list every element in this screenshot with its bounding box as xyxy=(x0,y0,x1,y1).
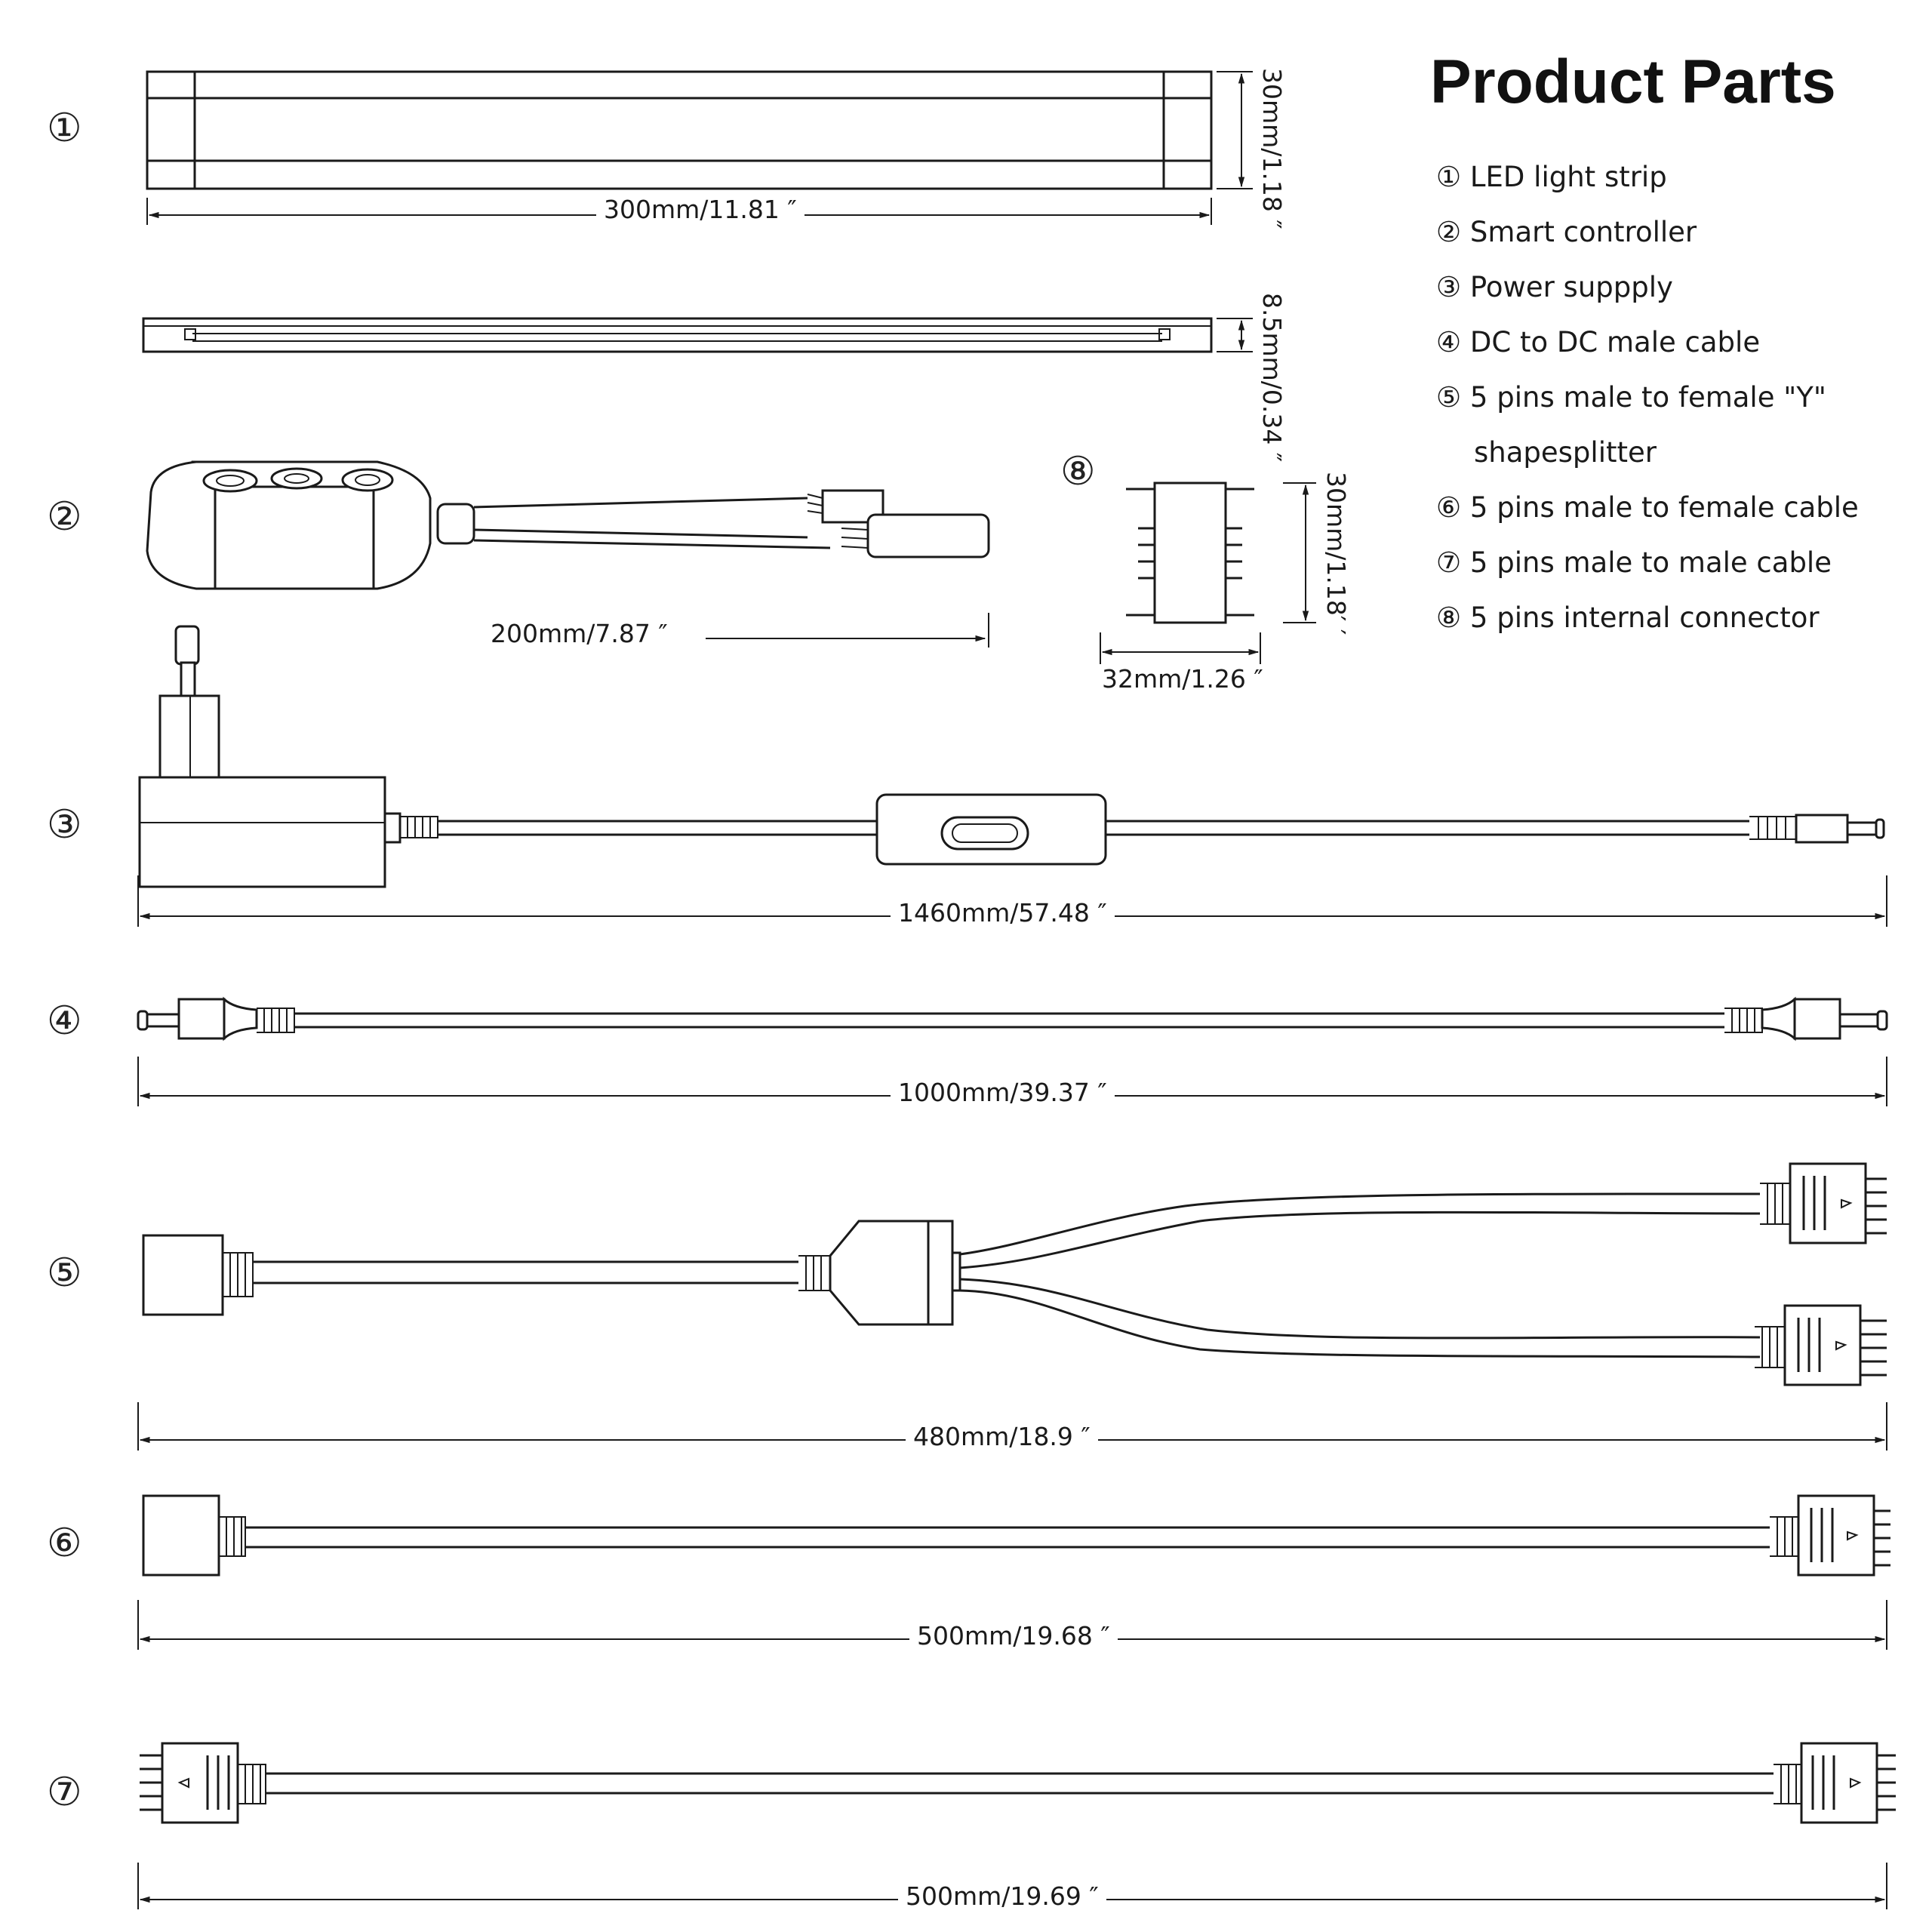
dc-to-dc-cable xyxy=(137,996,1888,1041)
legend-item-mf-cable: ⑥ 5 pins male to female cable xyxy=(1436,491,1859,524)
dim-strip-width: 30mm/1.18 ″ xyxy=(1257,68,1287,229)
marker-3: ③ xyxy=(47,802,82,848)
dim-dc-cable: 1000mm/39.37 ″ xyxy=(891,1078,1115,1107)
male-to-female-cable xyxy=(142,1494,1890,1577)
connector-width-dimension-line xyxy=(1100,632,1261,664)
dim-mm-cable: 500mm/19.69 ″ xyxy=(898,1881,1106,1911)
legend-item-led-strip: ① LED light strip xyxy=(1436,161,1667,193)
page-title: Product Parts xyxy=(1430,48,1836,116)
led-strip-side-view xyxy=(142,317,1213,353)
marker-4: ④ xyxy=(47,998,82,1044)
power-supply xyxy=(138,625,1885,888)
dim-strip-thickness: 8.5mm/0.34 ″ xyxy=(1257,293,1287,463)
dim-strip-length: 300mm/11.81 ″ xyxy=(596,195,804,224)
controller-cable-dimension-line xyxy=(706,613,989,648)
dim-controller-cable: 200mm/7.87 ″ xyxy=(483,619,675,648)
legend-item-power-supply: ③ Power suppply xyxy=(1436,271,1673,303)
marker-6: ⑥ xyxy=(47,1521,82,1566)
marker-7: ⑦ xyxy=(47,1770,82,1815)
dim-mf-cable: 500mm/19.68 ″ xyxy=(909,1621,1118,1651)
marker-2: ② xyxy=(47,494,82,540)
strip-width-dimension-line xyxy=(1217,71,1253,189)
y-splitter xyxy=(142,1162,1887,1386)
marker-8: ⑧ xyxy=(1060,449,1096,494)
male-to-male-cable xyxy=(140,1742,1896,1824)
connector-height-dimension-line xyxy=(1283,482,1316,623)
dim-connector-height: 30mm/1.18′ ′ xyxy=(1321,472,1351,635)
legend-item-y-splitter-cont: shapesplitter xyxy=(1474,436,1657,469)
legend-item-connector: ⑧ 5 pins internal connector xyxy=(1436,601,1820,634)
legend-item-controller: ② Smart controller xyxy=(1436,216,1697,248)
internal-connector xyxy=(1126,481,1254,624)
dim-y-splitter: 480mm/18.9 ″ xyxy=(906,1422,1098,1451)
marker-5: ⑤ xyxy=(47,1251,82,1296)
legend-item-y-splitter: ⑤ 5 pins male to female "Y" xyxy=(1436,381,1826,414)
legend-item-mm-cable: ⑦ 5 pins male to male cable xyxy=(1436,546,1832,579)
led-strip-top-view xyxy=(146,70,1213,190)
parts-legend: ① LED light strip ② Smart controller ③ P… xyxy=(1436,149,1919,645)
dim-power-supply: 1460mm/57.48 ″ xyxy=(891,898,1115,928)
smart-controller xyxy=(146,460,990,590)
dim-connector-width: 32mm/1.26 ″ xyxy=(1094,664,1271,694)
marker-1: ① xyxy=(47,106,82,151)
strip-thickness-dimension-line xyxy=(1217,318,1253,352)
legend-item-dc-cable: ④ DC to DC male cable xyxy=(1436,326,1761,358)
